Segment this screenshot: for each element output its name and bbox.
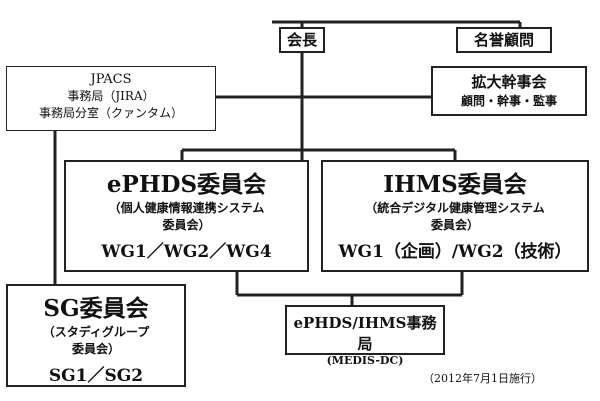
node-ihms-sub2: 委員会） bbox=[430, 218, 479, 232]
node-sg-sub1: （スタディグループ bbox=[42, 325, 150, 339]
node-office-sub: (MEDIS-DC) bbox=[326, 354, 404, 367]
node-sg-title: SG委員会 bbox=[43, 295, 149, 322]
node-meiyo-komon-label: 名誉顧問 bbox=[473, 31, 534, 49]
node-kakudai-sub: 顧問・幹事・監事 bbox=[460, 94, 557, 108]
footnote-date: （2012年7月1日施行） bbox=[423, 372, 542, 385]
node-ephds-sub2: 委員会） bbox=[162, 218, 211, 232]
node-kaicho: 会長 bbox=[279, 27, 325, 53]
node-jpacs-line1: JPACS bbox=[90, 72, 132, 87]
node-jpacs: JPACS 事務局（JIRA） 事務局分室（クァンタム） bbox=[6, 66, 216, 131]
node-ihms-sub1: （統合デジタル健康管理システム bbox=[365, 201, 545, 215]
node-kakudai: 拡大幹事会 顧問・幹事・監事 bbox=[431, 66, 587, 116]
node-ihms: IHMS委員会 （統合デジタル健康管理システム 委員会） WG1（企画）/WG2… bbox=[321, 160, 589, 272]
node-ephds-wg: WG1／WG2／WG4 bbox=[101, 242, 272, 262]
node-jpacs-line2: 事務局（JIRA） bbox=[67, 89, 155, 103]
node-meiyo-komon: 名誉顧問 bbox=[456, 27, 552, 53]
node-ihms-wg: WG1（企画）/WG2（技術） bbox=[338, 242, 572, 262]
node-ephds-sub1: （個人健康情報連携システム bbox=[108, 201, 265, 215]
node-ephds: ePHDS委員会 （個人健康情報連携システム 委員会） WG1／WG2／WG4 bbox=[64, 160, 309, 272]
node-ihms-title: IHMS委員会 bbox=[383, 171, 527, 198]
node-sg: SG委員会 （スタディグループ 委員会） SG1／SG2 bbox=[6, 284, 186, 387]
node-office: ePHDS/IHMS事務局 (MEDIS-DC) bbox=[285, 305, 445, 367]
node-kakudai-title: 拡大幹事会 bbox=[471, 73, 547, 91]
node-jpacs-line3: 事務局分室（クァンタム） bbox=[38, 106, 183, 120]
node-office-title: ePHDS/IHMS事務局 bbox=[293, 314, 437, 353]
node-sg-sub2: 委員会） bbox=[71, 342, 120, 356]
node-ephds-title: ePHDS委員会 bbox=[106, 171, 267, 198]
node-sg-wg: SG1／SG2 bbox=[48, 366, 144, 386]
node-kaicho-label: 会長 bbox=[286, 31, 317, 49]
